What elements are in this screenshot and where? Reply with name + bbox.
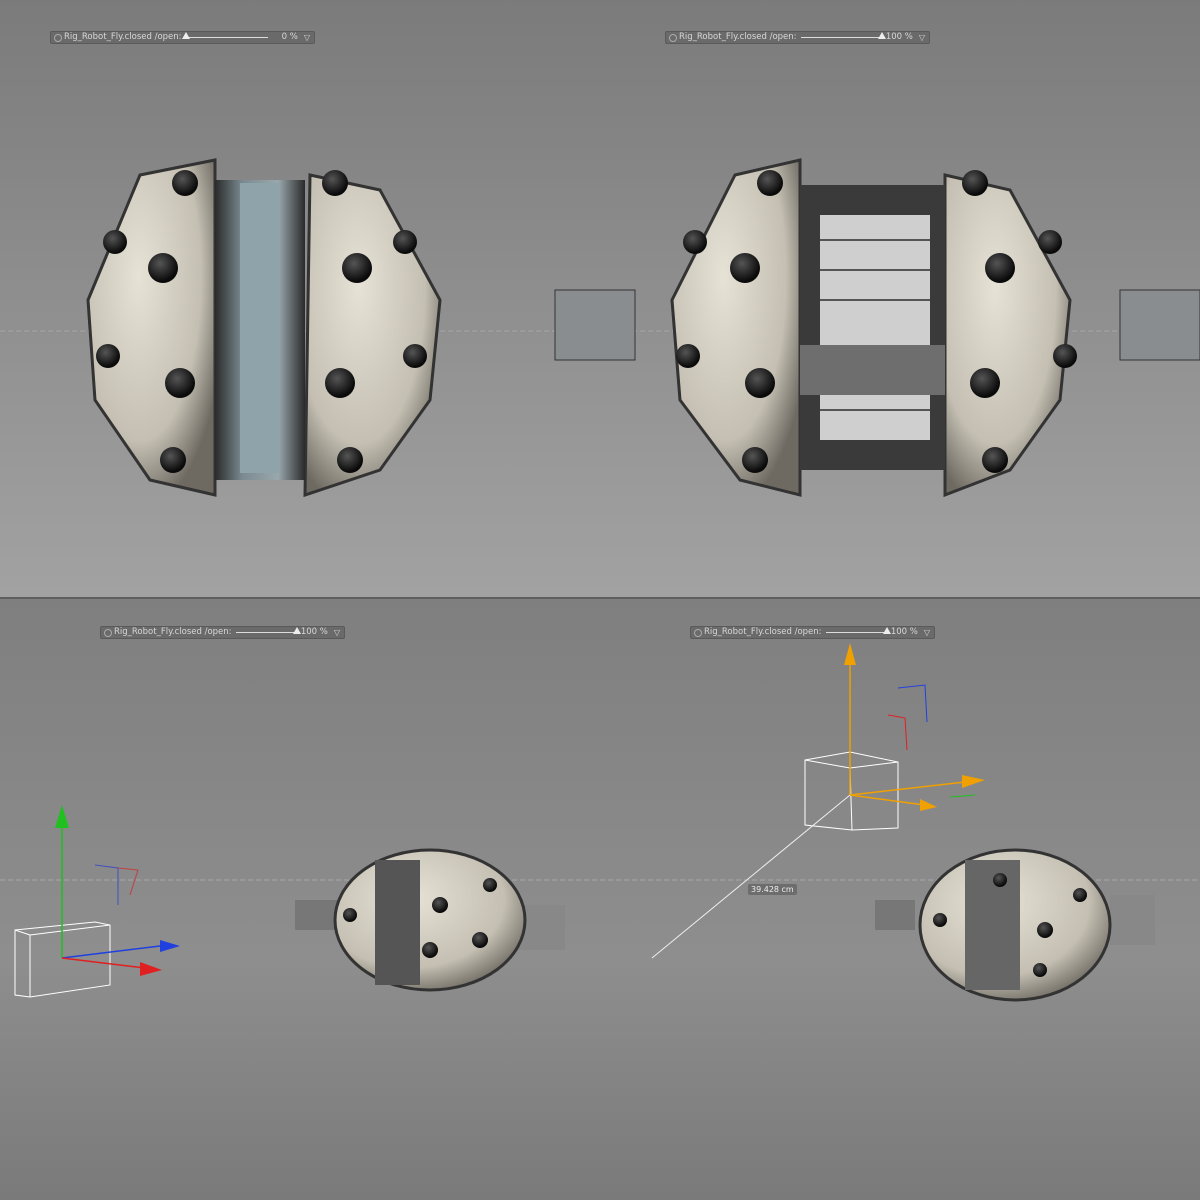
open-close-slider-bottom-left[interactable]: Rig_Robot_Fly.closed /open: 100 % ▽	[100, 626, 345, 639]
dropdown-arrow-icon[interactable]: ▽	[918, 33, 925, 42]
keyframe-dot-icon[interactable]	[104, 628, 112, 637]
slider-track[interactable]	[825, 627, 891, 634]
slider-label: Rig_Robot_Fly.closed /open:	[704, 627, 822, 637]
axis-gizmo-right[interactable]	[651, 643, 985, 959]
slider-label: Rig_Robot_Fly.closed /open:	[114, 627, 232, 637]
open-close-slider-top-left[interactable]: Rig_Robot_Fly.closed /open: 0 % ▽	[50, 31, 315, 44]
keyframe-dot-icon[interactable]	[694, 628, 702, 637]
slider-thumb[interactable]	[292, 627, 301, 634]
robot-model-perspective-right[interactable]	[875, 848, 1155, 1002]
slider-value: 100 %	[885, 32, 913, 42]
distance-readout: 39.428 cm	[748, 884, 797, 895]
dropdown-arrow-icon[interactable]: ▽	[333, 628, 340, 637]
slider-thumb[interactable]	[877, 32, 886, 39]
robot-model-closed[interactable]	[86, 158, 442, 498]
slider-track[interactable]	[235, 627, 301, 634]
slider-value: 0 %	[281, 32, 298, 42]
open-close-slider-top-right[interactable]: Rig_Robot_Fly.closed /open: 100 % ▽	[665, 31, 930, 44]
slider-track[interactable]	[800, 32, 886, 39]
slider-track[interactable]	[181, 32, 268, 39]
slider-label: Rig_Robot_Fly.closed /open:	[64, 32, 182, 42]
slider-value: 100 %	[300, 627, 328, 637]
robot-model-perspective-left[interactable]	[295, 848, 565, 992]
robot-model-open[interactable]	[554, 158, 1200, 498]
slider-thumb[interactable]	[882, 627, 891, 634]
dropdown-arrow-icon[interactable]: ▽	[923, 628, 930, 637]
dropdown-arrow-icon[interactable]: ▽	[303, 33, 310, 42]
keyframe-dot-icon[interactable]	[54, 33, 62, 42]
slider-value: 100 %	[890, 627, 918, 637]
slider-thumb[interactable]	[181, 32, 190, 39]
viewport-divider[interactable]	[0, 597, 1200, 599]
keyframe-dot-icon[interactable]	[669, 33, 677, 42]
slider-label: Rig_Robot_Fly.closed /open:	[679, 32, 797, 42]
open-close-slider-bottom-right[interactable]: Rig_Robot_Fly.closed /open: 100 % ▽	[690, 626, 935, 639]
axis-gizmo-left[interactable]	[14, 805, 180, 998]
